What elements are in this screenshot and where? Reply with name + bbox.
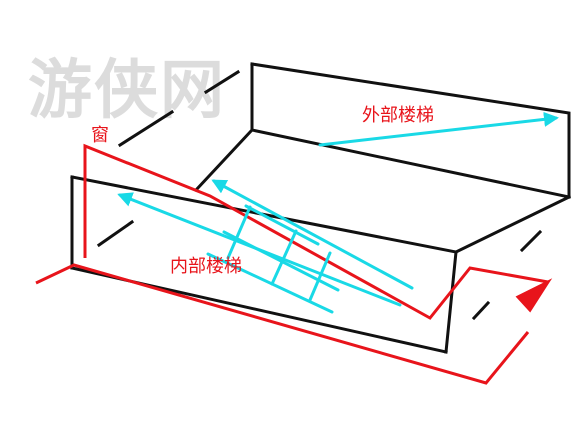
- path-arrowhead: [515, 278, 553, 313]
- internal-stairs-label: 内部楼梯: [170, 256, 242, 277]
- external-stairs-arrow: [318, 111, 559, 147]
- window-label: 窗: [91, 125, 109, 146]
- walk-path: [35, 143, 553, 385]
- watermark-logo: 游侠网: [28, 53, 226, 128]
- stairs: [117, 111, 559, 314]
- external-stairs-label: 外部楼梯: [362, 105, 434, 126]
- internal-stairs-arrow-upper: [211, 179, 414, 290]
